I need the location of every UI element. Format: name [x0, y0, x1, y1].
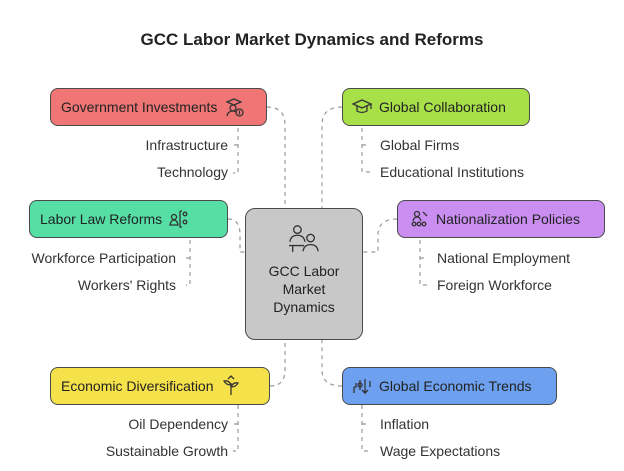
- sub-inflation: Inflation: [380, 416, 430, 432]
- sub-infrastructure: Infrastructure: [145, 137, 228, 153]
- node-global-economic-trends[interactable]: Global Economic Trends: [342, 367, 557, 405]
- price-trend-icon: [351, 375, 373, 397]
- national-workforce-icon: [408, 208, 430, 230]
- sub-national-employment: National Employment: [437, 250, 571, 266]
- sub-workforce-participation: Workforce Participation: [31, 250, 176, 266]
- node-label: Nationalization Policies: [436, 211, 580, 227]
- center-label: GCC Labor Market Dynamics: [268, 263, 340, 315]
- workers-rights-icon: [168, 208, 190, 230]
- node-global-collaboration[interactable]: Global Collaboration: [342, 88, 530, 126]
- node-label: Global Collaboration: [379, 99, 506, 115]
- sprout-icon: [220, 375, 242, 397]
- node-nationalization-policies[interactable]: Nationalization Policies: [397, 200, 605, 238]
- graduation-cap-icon: [351, 96, 373, 118]
- sub-educational-institutions: Educational Institutions: [380, 164, 524, 180]
- node-label: Economic Diversification: [61, 378, 214, 394]
- node-label: Global Economic Trends: [379, 378, 532, 394]
- center-node[interactable]: GCC Labor Market Dynamics: [245, 208, 363, 340]
- sub-oil-dependency: Oil Dependency: [128, 416, 228, 432]
- sub-wage-expectations: Wage Expectations: [380, 443, 501, 459]
- sub-technology: Technology: [157, 164, 228, 180]
- sub-foreign-workforce: Foreign Workforce: [437, 277, 552, 293]
- sub-sustainable-growth: Sustainable Growth: [105, 443, 228, 459]
- node-label: Government Investments: [61, 99, 218, 115]
- page-title: GCC Labor Market Dynamics and Reforms: [140, 30, 484, 49]
- node-label: Labor Law Reforms: [40, 211, 163, 227]
- people-meeting-icon: [246, 223, 362, 260]
- sub-global-firms: Global Firms: [380, 137, 460, 153]
- node-economic-diversification[interactable]: Economic Diversification: [50, 367, 270, 405]
- node-labor-law-reforms[interactable]: Labor Law Reforms: [29, 200, 228, 238]
- node-government-investments[interactable]: Government Investments: [50, 88, 267, 126]
- sub-workers-rights: Workers' Rights: [77, 277, 176, 293]
- investor-money-icon: [223, 96, 245, 118]
